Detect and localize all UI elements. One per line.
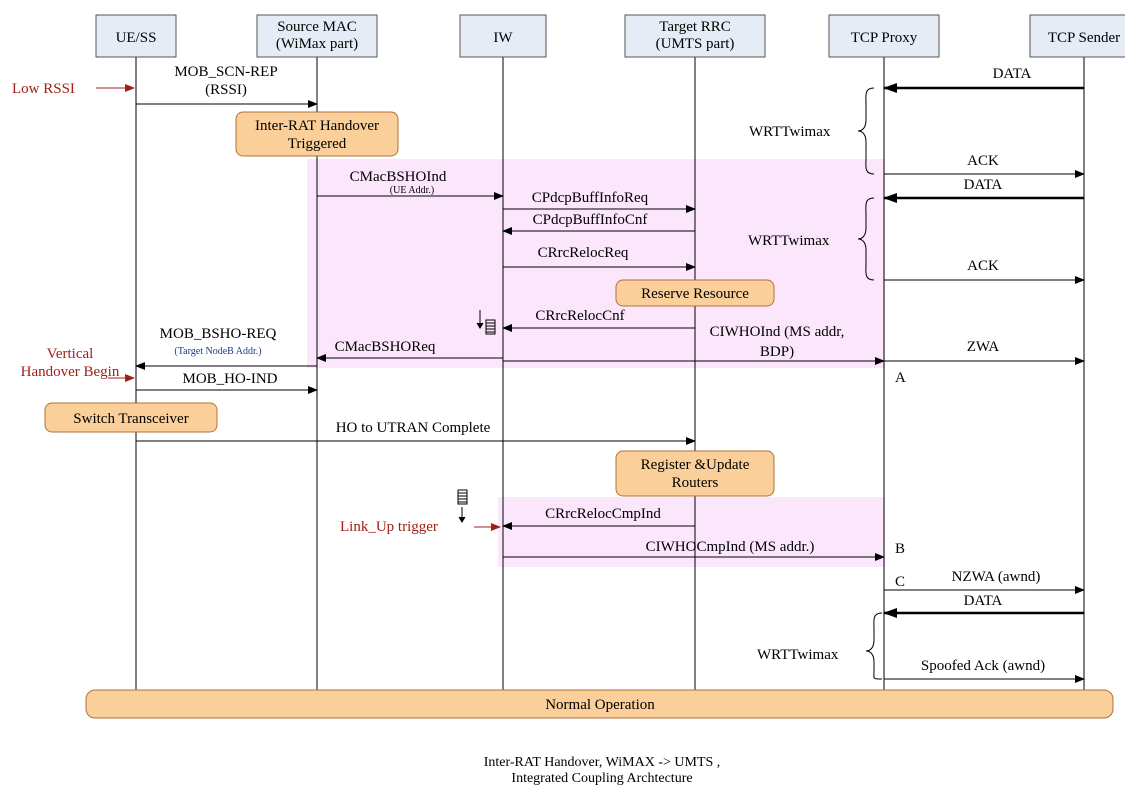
entity-iw: IW [459, 14, 547, 58]
rtt-label-3: WRTTwimax [757, 647, 839, 663]
message-label-mob-ho-ind: MOB_HO-IND [183, 371, 278, 387]
message-label-mob-bsho-req: MOB_BSHO-REQ [160, 326, 277, 342]
highlight-region-1 [307, 159, 885, 368]
note-switch-transceiver: Switch Transceiver [44, 402, 218, 433]
message-label-ho-to-utran-complete: HO to UTRAN Complete [336, 420, 491, 436]
trigger-low-rssi: Low RSSI [12, 81, 75, 97]
rtt-brace-3 [865, 612, 883, 680]
message-sublabel-ue-addr: (UE Addr.) [390, 185, 434, 196]
message-label-cmacbshoreq: CMacBSHOReq [335, 339, 436, 355]
message-sublabel-target-nodeb: (Target NodeB Addr.) [174, 346, 261, 357]
point-label-b: B [895, 541, 905, 557]
message-label-ack-1: ACK [967, 153, 999, 169]
trigger-link-up: Link_Up trigger [340, 519, 438, 535]
rtt-labels: WRTTwimax WRTTwimax WRTTwimax [748, 124, 839, 663]
entity-tcp-sender: TCP Sender [1029, 14, 1125, 58]
rtt-label-1: WRTTwimax [749, 124, 831, 140]
message-label-nzwa: NZWA (awnd) [952, 569, 1041, 585]
message-label-cmacbshoind: CMacBSHOInd [350, 169, 447, 185]
buffer-queue-icon [476, 310, 496, 335]
entity-label: UE/SS [116, 30, 157, 46]
buffer-queue-icon [457, 489, 468, 523]
note-reserve-resource: Reserve Resource [615, 279, 775, 307]
message-label-mob-scn-rep: MOB_SCN-REP(RSSI) [174, 64, 277, 98]
entity-source-mac: Source MAC(WiMax part) [256, 14, 378, 58]
entity-tcp-proxy: TCP Proxy [828, 14, 940, 58]
entity-label: TCP Proxy [851, 30, 918, 46]
entity-label: IW [493, 30, 513, 46]
normal-operation-bar: Normal Operation [85, 689, 1114, 719]
lifelines [135, 57, 1085, 690]
entity-label: TCP Sender [1048, 30, 1120, 46]
message-label-zwa: ZWA [967, 339, 1000, 355]
note-label: Reserve Resource [641, 286, 749, 302]
message-label-crrcrelocreq: CRrcRelocReq [538, 245, 629, 261]
rtt-label-2: WRTTwimax [748, 233, 830, 249]
rtt-brace-2 [857, 197, 875, 281]
message-label-spoofed-ack: Spoofed Ack (awnd) [921, 658, 1045, 674]
entity-target-rrc: Target RRC(UMTS part) [624, 14, 766, 58]
buffer-icons [457, 310, 496, 523]
highlight-region-2 [498, 497, 885, 567]
point-label-a: A [895, 370, 906, 386]
normal-operation-label: Normal Operation [545, 697, 655, 713]
rtt-braces [857, 87, 883, 680]
message-label-ciwhocmpind: CIWHOCmpInd (MS addr.) [646, 539, 815, 555]
message-label-cpdcpbuffinfocnf: CPdcpBuffInfoCnf [533, 212, 648, 228]
point-labels: A B C [895, 370, 906, 590]
message-label-data-3: DATA [964, 593, 1003, 609]
entity-label: Target RRC(UMTS part) [656, 19, 735, 52]
entity-ue-ss: UE/SS [95, 14, 177, 58]
message-label-data-1: DATA [993, 66, 1032, 82]
message-label-crrcreloccmpind: CRrcRelocCmpInd [545, 506, 661, 522]
rtt-brace-1 [857, 87, 875, 175]
entity-label: Source MAC(WiMax part) [276, 19, 358, 52]
message-labels: MOB_SCN-REP(RSSI) DATA CMacBSHOInd (UE A… [160, 64, 1045, 674]
entity-headers: UE/SS Source MAC(WiMax part) IW Target R… [95, 14, 1125, 58]
message-label-ack-2: ACK [967, 258, 999, 274]
message-arrows [135, 83, 1085, 683]
message-label-data-2: DATA [964, 177, 1003, 193]
note-label: Switch Transceiver [73, 411, 188, 427]
figure-caption: Inter-RAT Handover, WiMAX -> UMTS ,Integ… [484, 755, 721, 786]
point-label-c: C [895, 574, 905, 590]
message-label-cpdcpbuffinforeq: CPdcpBuffInfoReq [532, 190, 649, 206]
message-label-ciwhoind: CIWHOInd (MS addr,BDP) [710, 324, 845, 360]
message-label-crrcreloccnf: CRrcRelocCnf [535, 308, 624, 324]
